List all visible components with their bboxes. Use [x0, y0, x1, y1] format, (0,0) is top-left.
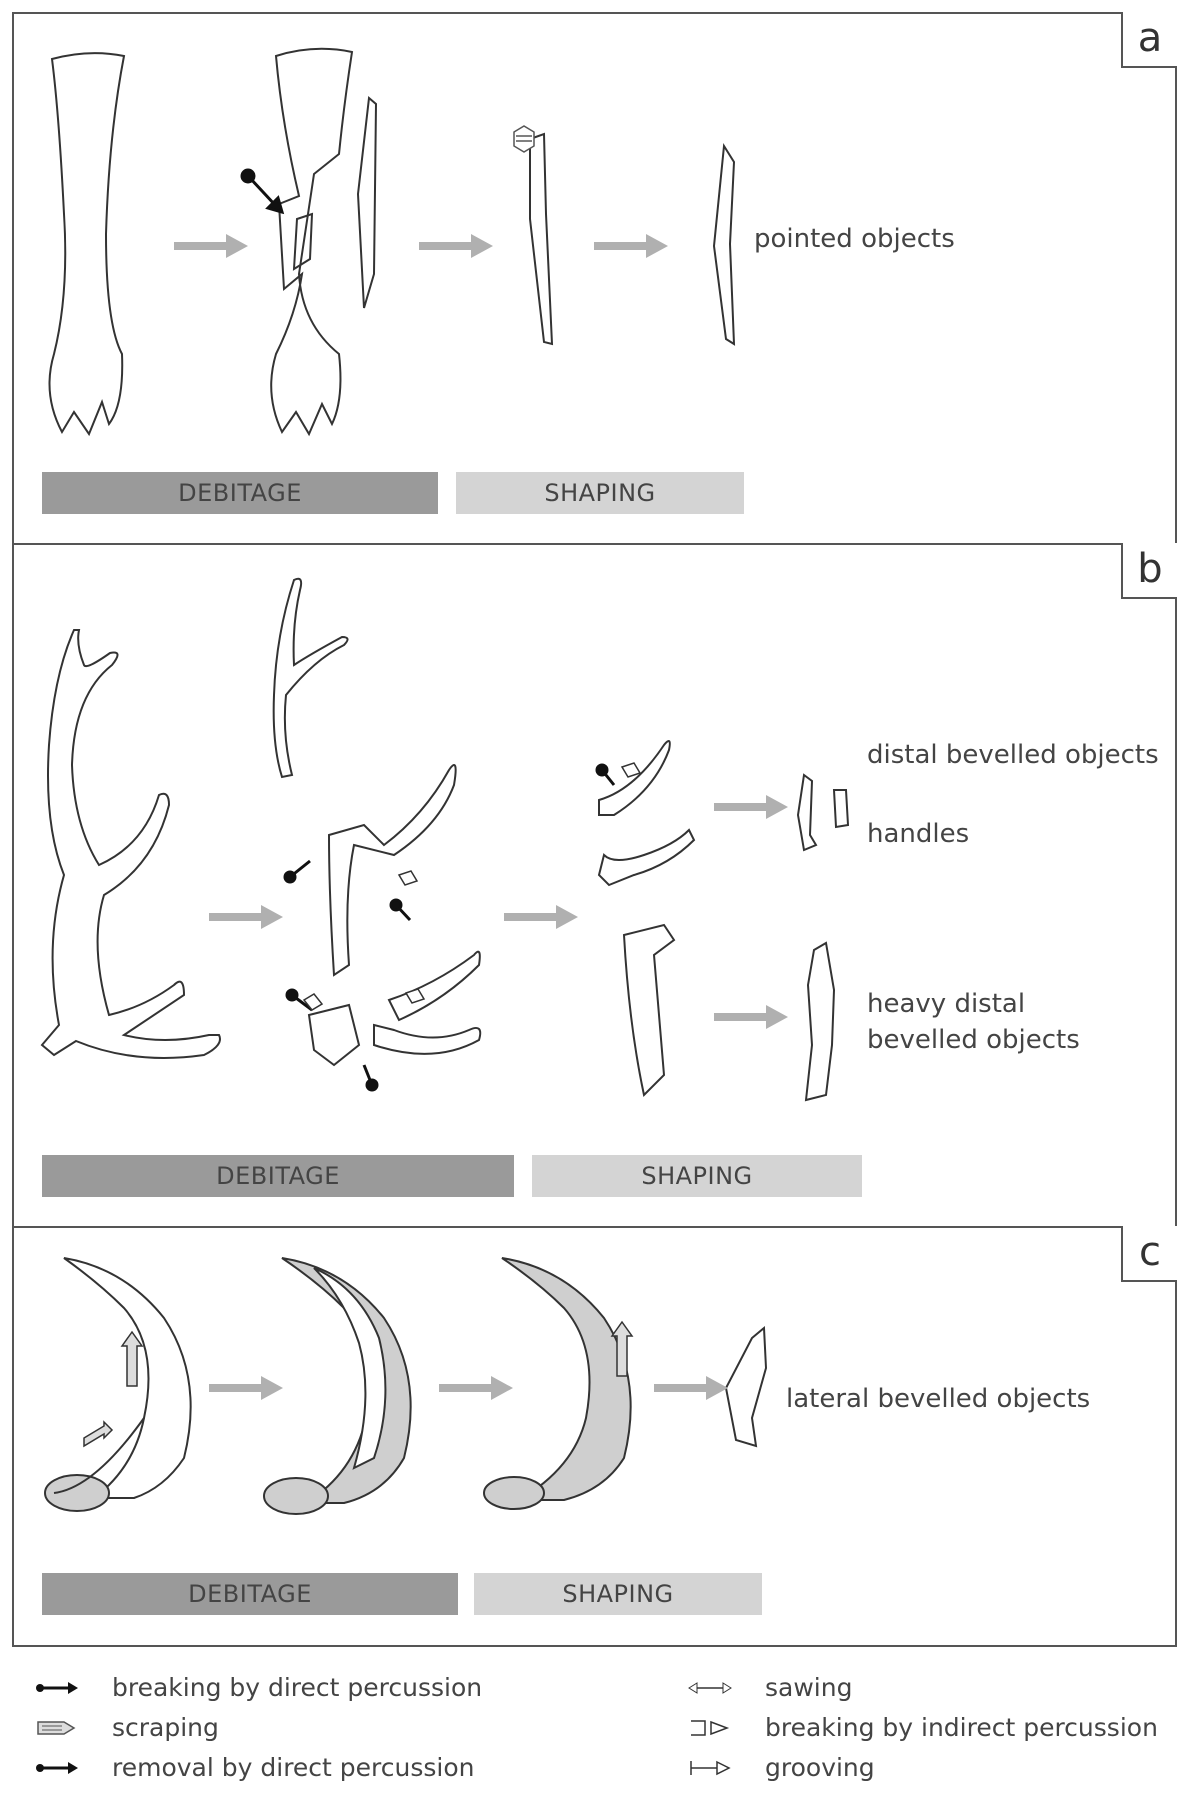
label-distal-bevelled-objects: distal bevelled objects [867, 738, 1159, 772]
legend-item: scraping [112, 1712, 219, 1744]
panel-b: b [12, 543, 1177, 1228]
legend-item: grooving [765, 1752, 875, 1784]
antler-tine [274, 579, 348, 777]
label-handles: handles [867, 817, 969, 851]
lateral-bevelled-object [726, 1328, 766, 1446]
shaping-bar: SHAPING [474, 1573, 762, 1615]
breaking-indirect-percussion-icon [687, 1718, 733, 1738]
handle-object [834, 790, 848, 827]
grooving-icon [687, 1758, 733, 1778]
removal-direct-percussion-icon [34, 1758, 80, 1778]
legend-item: breaking by indirect percussion [765, 1712, 1158, 1744]
scraping-icon [514, 126, 534, 152]
beam-fragment [309, 1005, 359, 1065]
pointed-object [714, 146, 734, 344]
legend-item: sawing [765, 1672, 852, 1704]
beam-segment [329, 765, 456, 975]
distal-bevelled-object [798, 775, 816, 850]
splinter [530, 134, 552, 344]
breaking-direct-percussion-icon [34, 1678, 80, 1698]
process-arrows [174, 234, 668, 258]
label-bevelled-objects: bevelled objects [867, 1023, 1080, 1057]
debitage-bar: DEBITAGE [42, 1155, 514, 1197]
heavy-blank [624, 925, 674, 1095]
bone-splinter [358, 98, 376, 308]
direct-percussion-icon [242, 170, 282, 212]
tine-fragment [389, 952, 480, 1020]
process-arrows [209, 1376, 728, 1400]
scraping-icon [34, 1718, 80, 1738]
antler [42, 630, 220, 1058]
debitage-bar: DEBITAGE [42, 472, 438, 514]
label-lateral-bevelled-objects: lateral bevelled objects [786, 1382, 1090, 1416]
direct-percussion-markers [285, 765, 614, 1090]
shaping-bar: SHAPING [532, 1155, 862, 1197]
sawing-icon [687, 1678, 733, 1698]
long-bone [50, 53, 125, 434]
tine-fragment [374, 1025, 480, 1054]
label-pointed-objects: pointed objects [754, 222, 955, 256]
shaping-bar: SHAPING [456, 472, 744, 514]
antler-beam [502, 1258, 631, 1500]
legend-item: breaking by direct percussion [112, 1672, 482, 1704]
panel-b-drawing [14, 545, 1177, 1230]
panel-c: c lateral bevelled objects [12, 1226, 1177, 1647]
heavy-distal-bevelled-object [806, 943, 834, 1100]
legend-item: removal by direct percussion [112, 1752, 475, 1784]
handle-blank [599, 830, 694, 885]
panel-a: a pointed o [12, 12, 1177, 545]
debitage-bar: DEBITAGE [42, 1573, 458, 1615]
panel-a-drawing [14, 14, 1177, 547]
label-heavy-distal: heavy distal [867, 987, 1025, 1021]
